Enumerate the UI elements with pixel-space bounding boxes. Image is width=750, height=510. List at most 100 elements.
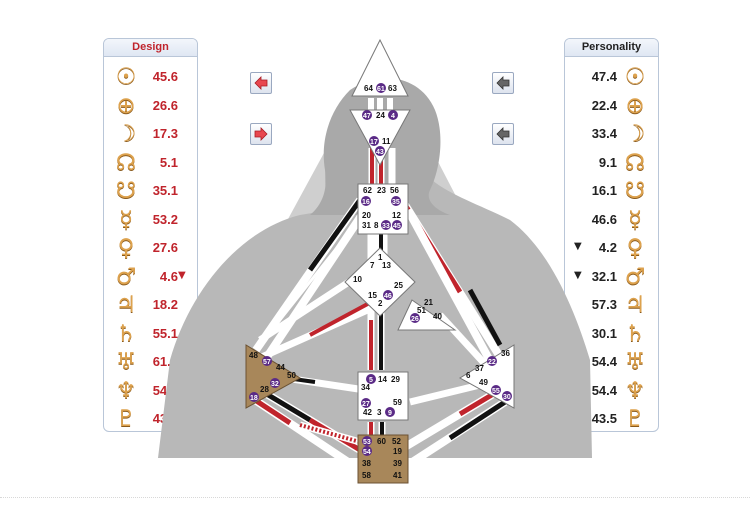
gate-27: 27 <box>362 401 370 408</box>
arrow-left-gray-icon <box>496 127 510 141</box>
personality-jupiter-value: 57.3 <box>591 297 617 312</box>
gate-24: 24 <box>376 111 385 120</box>
gate-28: 28 <box>260 385 269 394</box>
design-row-mercury: ☿53.2 <box>104 206 197 234</box>
personality-saturn-value: 30.1 <box>591 325 617 341</box>
gate-labels: 64 61 63 47 24 4 17 11 43 62 23 56 16 35… <box>249 83 512 480</box>
gate-10: 10 <box>353 275 362 284</box>
g-center <box>344 247 416 317</box>
design-jupiter-value: 18.2 <box>152 297 178 312</box>
gate-15: 15 <box>368 291 377 300</box>
gate-37: 37 <box>475 364 484 373</box>
spleen-center <box>245 344 301 409</box>
triangle-down-icon: ▼ <box>574 241 582 252</box>
personality-neptune-value: 54.4 <box>591 382 617 398</box>
channels <box>252 98 508 474</box>
personality-next-button[interactable] <box>492 123 514 145</box>
mercury-icon: ☿ <box>118 206 134 233</box>
personality-row-neptune: ♆54.4 <box>565 377 658 405</box>
gate-20: 20 <box>362 211 371 220</box>
gate-35: 35 <box>392 199 400 206</box>
design-moon-value: 17.3 <box>152 126 178 141</box>
arrow-left-gray-icon <box>496 76 510 90</box>
gate-9-badge <box>385 407 395 417</box>
moon-icon: ☽ <box>624 121 646 147</box>
design-row-north-node: ☊5.1 <box>104 149 197 177</box>
design-mars-value: 4.6 <box>159 268 178 284</box>
design-venus-value: 27.6 <box>152 240 178 255</box>
gate-35-badge <box>391 196 401 206</box>
personality-south-node-value: 16.1 <box>591 183 617 198</box>
gate-18-badge <box>249 392 259 402</box>
personality-row-mars: ♂32.1▼ <box>565 263 658 291</box>
gate-55-badge <box>491 385 501 395</box>
gate-41: 41 <box>393 471 402 480</box>
gate-42: 42 <box>363 408 372 417</box>
mars-icon: ♂ <box>624 263 646 290</box>
gate-7: 7 <box>370 261 375 270</box>
gate-14: 14 <box>378 375 387 384</box>
gate-51: 51 <box>417 306 426 315</box>
gate-33: 33 <box>382 223 390 230</box>
uranus-icon: ♅ <box>624 349 646 375</box>
design-sun-value: 45.6 <box>152 69 178 84</box>
gate-12: 12 <box>392 211 401 220</box>
personality-row-pluto: ♇43.5 <box>565 405 658 432</box>
triangle-down-icon: ▼ <box>574 269 582 281</box>
pluto-icon: ♇ <box>624 406 646 432</box>
design-row-venus: ♀ 27.6 <box>104 234 197 262</box>
gate-3: 3 <box>377 408 382 417</box>
triangle-down-icon: ▼ <box>178 269 186 281</box>
gate-38: 38 <box>362 459 371 468</box>
venus-icon: ♀ <box>117 235 135 261</box>
gate-59: 59 <box>393 398 402 407</box>
personality-row-saturn: ♄30.1 <box>565 320 658 348</box>
gate-43: 43 <box>376 149 384 156</box>
jupiter-icon: ♃ <box>115 292 137 318</box>
gate-64: 64 <box>364 84 373 93</box>
personality-panel-title: Personality <box>565 39 658 57</box>
personality-sun-value: 47.4 <box>591 69 617 84</box>
personality-prev-button[interactable] <box>492 72 514 94</box>
gate-47: 47 <box>363 113 371 120</box>
design-row-moon: ☽17.3 <box>104 120 197 148</box>
design-south-node-value: 35.1 <box>152 183 178 198</box>
design-panel: Design ☉45.6⊕26.6☽17.3☊5.1☋35.1☿53.2♀27.… <box>103 38 198 432</box>
gate-16-badge <box>361 196 371 206</box>
sun-icon: ☉ <box>115 64 137 90</box>
gate-9: 9 <box>388 410 392 417</box>
design-prev-button[interactable] <box>250 72 272 94</box>
venus-icon: ♀ <box>626 235 644 261</box>
gate-1: 1 <box>378 253 383 262</box>
gate-58: 58 <box>362 471 371 480</box>
gate-22: 22 <box>488 359 496 366</box>
gate-47-badge <box>362 110 372 120</box>
mars-icon: ♂ <box>115 263 137 290</box>
heart-center <box>397 299 457 331</box>
gate-52: 52 <box>392 437 401 446</box>
gate-56: 56 <box>390 186 399 195</box>
design-earth-value: 26.6 <box>152 97 178 113</box>
gate-8: 8 <box>374 221 379 230</box>
gate-2: 2 <box>378 299 383 308</box>
gate-17: 17 <box>370 139 378 146</box>
personality-panel: Personality ☉47.4⊕22.4☽33.4☊9.1☋16.1☿46.… <box>564 38 659 432</box>
gate-54-badge <box>362 446 372 456</box>
personality-row-north-node: ☊9.1 <box>565 149 658 177</box>
north-node-icon: ☊ <box>115 149 137 176</box>
footer-divider <box>0 497 750 498</box>
personality-moon-value: 33.4 <box>591 126 617 141</box>
gate-17-badge <box>369 136 379 146</box>
gate-57: 57 <box>263 359 271 366</box>
south-node-icon: ☋ <box>624 178 646 204</box>
gate-55: 55 <box>492 388 500 395</box>
gate-19: 19 <box>393 447 402 456</box>
gate-54: 54 <box>363 449 371 456</box>
design-next-button[interactable] <box>250 123 272 145</box>
design-row-saturn: ♄55.1 <box>104 320 197 348</box>
design-row-sun: ☉ 45.6 <box>104 63 197 91</box>
uranus-icon: ♅ <box>115 349 137 375</box>
arrow-right-red-icon <box>254 127 268 141</box>
design-row-mars: ♂ 4.6▼ <box>104 263 197 291</box>
gate-26-badge <box>410 313 420 323</box>
